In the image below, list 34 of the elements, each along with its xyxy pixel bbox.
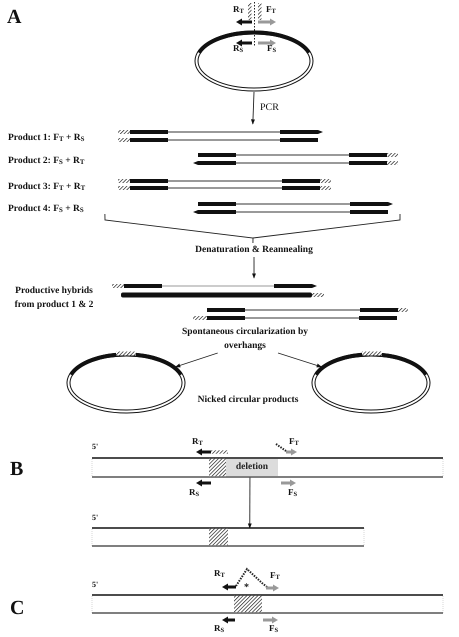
text-label: F$_{S}$ — [269, 624, 278, 634]
text-label: 5' — [92, 514, 98, 523]
panel-letter: C — [10, 597, 24, 619]
text-label: F$_{S}$ — [288, 488, 298, 498]
text-label: R$_{S}$ — [189, 488, 200, 498]
step-label: Productive hybrids from product 1 & 2 — [14, 285, 94, 312]
text-label: * — [244, 582, 249, 593]
arrow — [252, 256, 256, 279]
deletion-region: deletion — [226, 459, 278, 476]
text-label: 5' — [92, 443, 98, 452]
text-label: R$_{S}$ — [233, 44, 244, 54]
bracket-line — [104, 214, 400, 244]
panel-letter: A — [7, 6, 22, 28]
product-label: Product 4: F$_{S}$ + R$_{S}$ — [8, 203, 85, 216]
text-label: 5' — [92, 581, 98, 590]
product-label: Product 1: F$_{T}$ + R$_{S}$ — [8, 132, 86, 146]
panel-letter: B — [10, 458, 24, 480]
product-label: Product 3: F$_{T}$ + R$_{T}$ — [8, 181, 86, 194]
text-label: F$_{S}$ — [267, 44, 276, 54]
text-label: R$_{S}$ — [214, 624, 224, 634]
text-label: Nicked circular products — [196, 395, 300, 406]
step-label: Spontaneous circularization by overhangs — [180, 325, 310, 353]
text-label: F$_{T}$ — [266, 5, 276, 16]
step-label: Denaturation & Reannealing — [178, 243, 330, 257]
text-label: R$_{T}$ — [214, 569, 225, 580]
text-label: R$_{T}$ — [192, 437, 203, 448]
text-label: R$_{T}$ — [233, 5, 244, 16]
text-label: F$_{T}$ — [270, 571, 280, 582]
product-label: Product 2: F$_{S}$ + R$_{T}$ — [8, 155, 86, 168]
arrow — [248, 476, 252, 529]
arrow — [250, 92, 256, 125]
arrow — [278, 352, 322, 368]
arrow — [174, 352, 218, 368]
text-label: F$_{T}$ — [289, 437, 299, 448]
